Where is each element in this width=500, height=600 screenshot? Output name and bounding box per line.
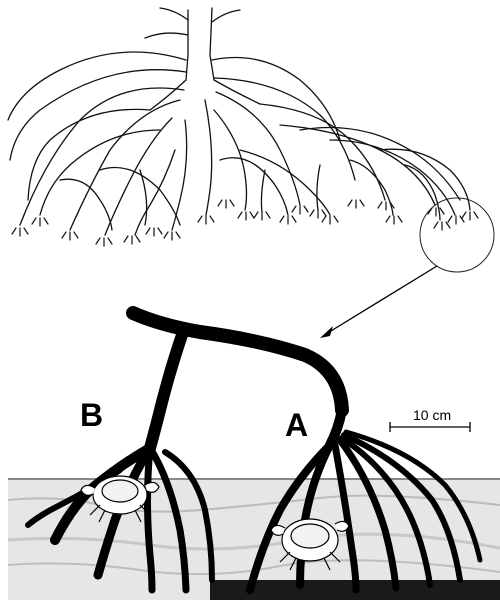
root-arch — [261, 170, 265, 212]
root-arch — [105, 118, 172, 235]
upper-branches — [145, 8, 240, 38]
label-b: B — [80, 397, 103, 433]
trunk-base — [150, 80, 260, 110]
root-arch — [40, 130, 160, 215]
root-arch — [205, 100, 212, 215]
trunk-outline — [186, 8, 214, 80]
root-arch — [300, 128, 460, 201]
zoom-arrow-line — [326, 266, 437, 334]
zoom-arrow-head — [320, 326, 333, 338]
root-arch — [10, 70, 186, 160]
label-a: A — [285, 407, 308, 443]
scale-label: 10 cm — [413, 407, 451, 423]
scale-bar — [390, 422, 470, 432]
root-arch — [214, 78, 355, 180]
root-arch — [100, 168, 180, 226]
root-arch — [8, 52, 186, 120]
prop-root-overview-drawing — [8, 8, 478, 246]
root-branch-b — [150, 335, 182, 448]
root-arch — [330, 140, 455, 215]
root-arch — [172, 120, 187, 230]
root-arch — [214, 110, 247, 210]
root-arch — [70, 100, 180, 230]
root-arch — [317, 165, 320, 210]
root-arch — [60, 179, 112, 230]
magnifier-circle — [420, 198, 494, 272]
root-arch — [220, 158, 288, 215]
root-arch — [280, 125, 435, 205]
root-arch — [20, 88, 184, 225]
root-arch — [135, 150, 175, 235]
root-arch — [405, 165, 440, 220]
